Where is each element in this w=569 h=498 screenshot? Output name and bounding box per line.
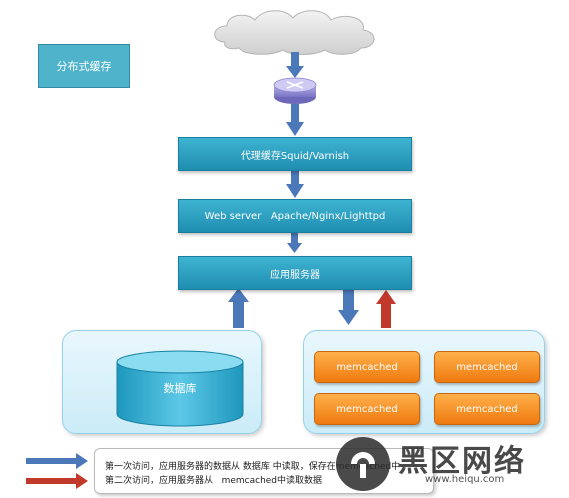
database-cylinder-icon (116, 350, 244, 427)
app-server-label: 应用服务器 (270, 269, 320, 281)
memcached-node: memcached (434, 393, 540, 425)
router-icon (273, 77, 317, 104)
title-box: 分布式缓存 (38, 44, 130, 88)
legend-arrow-blue (26, 453, 88, 469)
memcached-node: memcached (314, 351, 420, 383)
arrow-db-to-app (228, 288, 249, 328)
memcached-label: memcached (336, 361, 398, 373)
arrow-cloud-router (286, 52, 304, 78)
watermark-brand: 黑区网络 (398, 444, 526, 479)
web-server-layer: Web server Apache/Nginx/Lighttpd (178, 199, 412, 233)
arrow-web-app (287, 232, 302, 253)
watermark-url: www.heiqu.com (425, 474, 505, 485)
legend-arrow-red (26, 473, 88, 489)
memcached-node: memcached (314, 393, 420, 425)
memcached-node: memcached (434, 351, 540, 383)
arrow-proxy-web (286, 168, 304, 198)
cloud-icon (214, 10, 375, 55)
memcached-label: memcached (336, 403, 398, 415)
watermark-logo-icon (336, 437, 390, 491)
arrow-app-to-memcached (338, 290, 359, 325)
arrow-memcached-to-app (376, 290, 396, 328)
web-server-label: Web server Apache/Nginx/Lighttpd (204, 210, 386, 222)
legend-first-visit: 第一次访问，应用服务器的数据从 数据库 中读取，保存在memcached中 (105, 462, 401, 472)
proxy-cache-layer: 代理缓存Squid/Varnish (178, 137, 412, 171)
legend-second-visit: 第二次访问，应用服务器从 memcached中读取数据 (105, 476, 323, 486)
app-server-layer: 应用服务器 (178, 256, 412, 290)
memcached-label: memcached (456, 403, 518, 415)
title-text: 分布式缓存 (56, 60, 112, 73)
database-label: 数据库 (163, 382, 197, 395)
memcached-label: memcached (456, 361, 518, 373)
proxy-cache-label: 代理缓存Squid/Varnish (240, 150, 350, 162)
arrow-router-proxy (286, 104, 304, 136)
